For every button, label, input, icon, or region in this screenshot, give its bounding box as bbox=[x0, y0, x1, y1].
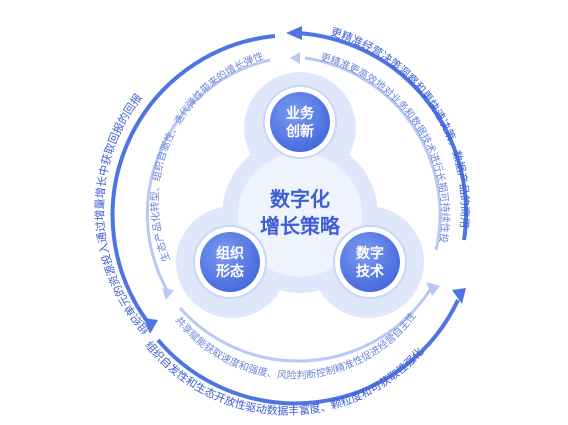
node-right-line1: 数字 bbox=[356, 245, 384, 262]
outer-arrow-top bbox=[286, 26, 302, 40]
inner-label-bottom: 共享赋能获取速度和强度、风险判断控制精准性促进经营自主性 bbox=[173, 310, 419, 382]
inner-ring bbox=[145, 52, 442, 363]
node-top: 业务 创新 bbox=[263, 85, 337, 159]
center-title-line1: 数字化 bbox=[270, 187, 330, 211]
node-top-line2: 创新 bbox=[285, 123, 314, 140]
inner-arc-bottom bbox=[178, 289, 432, 363]
outer-ring bbox=[110, 26, 469, 406]
node-right: 数字 技术 bbox=[333, 225, 407, 299]
center-title-line2: 增长策略 bbox=[260, 214, 341, 238]
outer-label-left: 组织单元的资源投入通过增量增长中获取回报的回报 bbox=[92, 91, 152, 338]
inner-arc-top-right bbox=[304, 56, 442, 251]
outer-arc-top-right bbox=[296, 31, 469, 241]
outer-arrow-right bbox=[452, 288, 466, 304]
node-left-line1: 组织 bbox=[216, 245, 244, 262]
inner-arc-left bbox=[145, 58, 271, 293]
node-left-line2: 形态 bbox=[216, 263, 244, 280]
center-title: 数字化 增长策略 bbox=[260, 187, 341, 238]
node-right-line2: 技术 bbox=[356, 263, 384, 280]
outer-arc-left bbox=[110, 34, 276, 327]
outer-arrow-left bbox=[144, 318, 158, 334]
inner-arrow-right bbox=[426, 282, 440, 296]
node-top-line1: 业务 bbox=[286, 105, 315, 122]
inner-arrow-top bbox=[290, 52, 300, 64]
inner-arrow-left bbox=[162, 288, 174, 300]
node-left: 组织 形态 bbox=[193, 225, 267, 299]
outer-arc-bottom bbox=[156, 299, 460, 406]
center-disc bbox=[238, 153, 362, 277]
